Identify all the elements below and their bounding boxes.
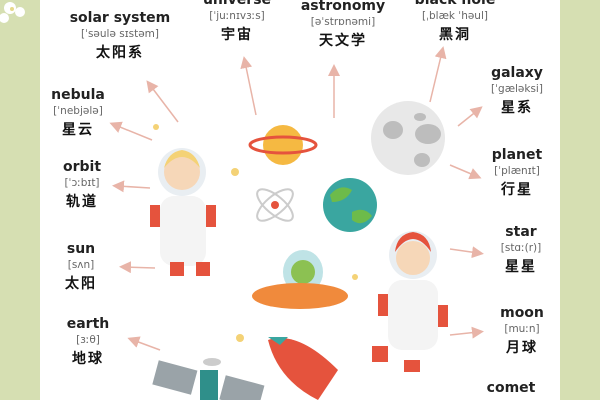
vocab-word: earth — [66, 316, 110, 332]
vocab-phonetic: [stɑː(r)] — [500, 242, 542, 254]
vocab-word: astronomy — [300, 0, 386, 14]
vocab-chinese: 太阳 — [65, 276, 97, 292]
vocab-phonetic: [ˈgæləksi] — [491, 83, 543, 95]
vocab-solar-system: solar system [ˈsəulə sɪstəm] 太阳系 — [70, 10, 171, 64]
vocab-phonetic: [ˈsəulə sɪstəm] — [80, 28, 160, 40]
vocab-phonetic: [muːn] — [504, 323, 540, 335]
vocab-word: moon — [500, 305, 544, 321]
moon-icon — [371, 101, 445, 175]
vocab-phonetic: [ˈɔːbɪt] — [64, 177, 100, 189]
vocab-chinese: 行星 — [500, 182, 533, 198]
vocab-phonetic: [ˈplænɪt] — [494, 165, 540, 177]
vocab-word: planet — [491, 147, 543, 163]
ringed-planet-icon — [248, 125, 318, 165]
earth-icon — [323, 178, 377, 232]
vocab-sun: sun [sʌn] 太阳 — [65, 241, 97, 295]
astronaut-icon — [372, 231, 448, 372]
vocab-word: black hole — [414, 0, 496, 8]
pointer-arrows — [109, 46, 484, 351]
right-border-band — [560, 0, 600, 400]
vocab-word: universe — [202, 0, 272, 8]
rocket-icon — [268, 337, 338, 400]
vocab-orbit: orbit [ˈɔːbɪt] 轨道 — [63, 159, 101, 213]
vocab-chinese: 天文学 — [318, 33, 367, 49]
vocab-phonetic: [əˈstrɒnəmi] — [310, 16, 376, 28]
star-icon — [153, 124, 358, 342]
vocab-word: galaxy — [491, 65, 543, 81]
vocab-comet: comet — [487, 380, 536, 397]
vocab-word: star — [505, 224, 537, 240]
vocab-moon: moon [muːn] 月球 — [500, 305, 544, 359]
vocab-astronomy: astronomy [əˈstrɒnəmi] 天文学 — [301, 0, 385, 52]
vocab-chinese: 星系 — [501, 100, 533, 116]
flower-icon — [0, 2, 25, 23]
vocab-chinese: 星星 — [505, 259, 537, 275]
vocab-word: sun — [66, 241, 96, 257]
vocab-word: orbit — [62, 159, 102, 175]
vocab-phonetic: [ˈnebjələ] — [53, 105, 103, 117]
vocab-chinese: 星云 — [61, 122, 94, 138]
vocab-word: comet — [486, 380, 536, 396]
vocab-word: nebula — [51, 87, 105, 103]
vocab-chinese: 轨道 — [65, 194, 98, 210]
vocab-nebula: nebula [ˈnebjələ] 星云 — [51, 87, 105, 141]
vocab-word: solar system — [69, 10, 171, 26]
vocab-phonetic: [sʌn] — [67, 259, 95, 271]
vocab-earth: earth [ɜːθ] 地球 — [67, 316, 110, 370]
astronaut-icon — [150, 148, 216, 276]
vocab-phonetic: [ɜːθ] — [76, 334, 100, 346]
vocab-chinese: 黑洞 — [438, 27, 471, 43]
atom-icon — [256, 188, 294, 222]
ufo-icon — [252, 250, 348, 309]
vocab-star: star [stɑː(r)] 星星 — [501, 224, 542, 278]
vocab-chinese: 宇宙 — [221, 27, 253, 43]
vocab-phonetic: [ˈjuːnɪvɜːs] — [209, 10, 265, 22]
vocab-planet: planet [ˈplænɪt] 行星 — [492, 147, 542, 201]
vocab-black-hole: black hole [ˌblæk ˈhəul] 黑洞 — [415, 0, 496, 46]
vocab-chinese: 地球 — [71, 351, 104, 367]
vocab-phonetic: [ˌblæk ˈhəul] — [422, 10, 488, 22]
left-border-band — [0, 0, 40, 400]
vocab-chinese: 月球 — [505, 340, 538, 356]
satellite-icon — [152, 358, 265, 400]
vocab-galaxy: galaxy [ˈgæləksi] 星系 — [491, 65, 543, 119]
vocab-chinese: 太阳系 — [95, 45, 144, 61]
vocab-universe: universe [ˈjuːnɪvɜːs] 宇宙 — [203, 0, 271, 46]
